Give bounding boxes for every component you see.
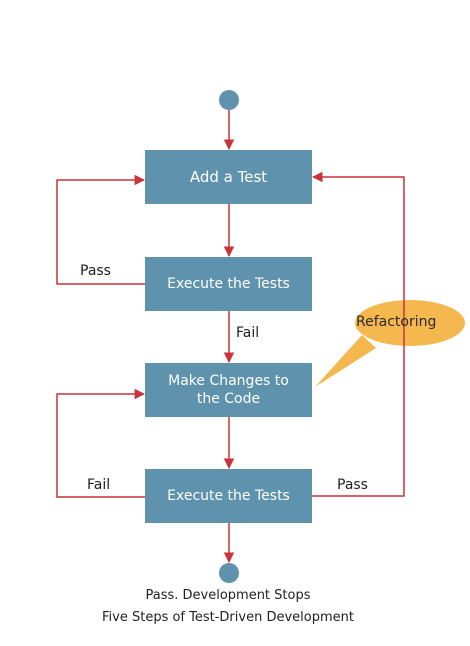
execute-tests-label-2: Execute the Tests bbox=[167, 488, 290, 504]
add-test-label: Add a Test bbox=[189, 168, 268, 186]
refactoring-callout bbox=[315, 300, 465, 387]
start-node bbox=[219, 90, 239, 110]
pass-label-right: Pass bbox=[337, 477, 368, 493]
execute-tests-label-1: Execute the Tests bbox=[167, 276, 290, 292]
add-test-box: Add a Test bbox=[145, 150, 312, 204]
execute-tests-box-1: Execute the Tests bbox=[145, 257, 312, 311]
execute-tests-box-2: Execute the Tests bbox=[145, 469, 312, 523]
pass-label-left: Pass bbox=[80, 263, 111, 279]
fail-label-middle: Fail bbox=[236, 325, 260, 341]
make-changes-box: Make Changes to the Code bbox=[145, 363, 312, 417]
end-node bbox=[219, 563, 239, 583]
make-changes-label: Make Changes to the Code bbox=[168, 373, 289, 407]
arrow-pass-loop-left bbox=[56, 174, 146, 285]
arrow-fail-loop-left bbox=[56, 388, 146, 498]
fail-label-left: Fail bbox=[87, 477, 111, 493]
arrow-pass-loop-right bbox=[311, 171, 405, 497]
refactoring-label: Refactoring bbox=[356, 314, 437, 330]
end-state-caption: Pass. Development Stops bbox=[145, 588, 311, 603]
diagram-title-caption: Five Steps of Test-Driven Development bbox=[102, 610, 354, 625]
